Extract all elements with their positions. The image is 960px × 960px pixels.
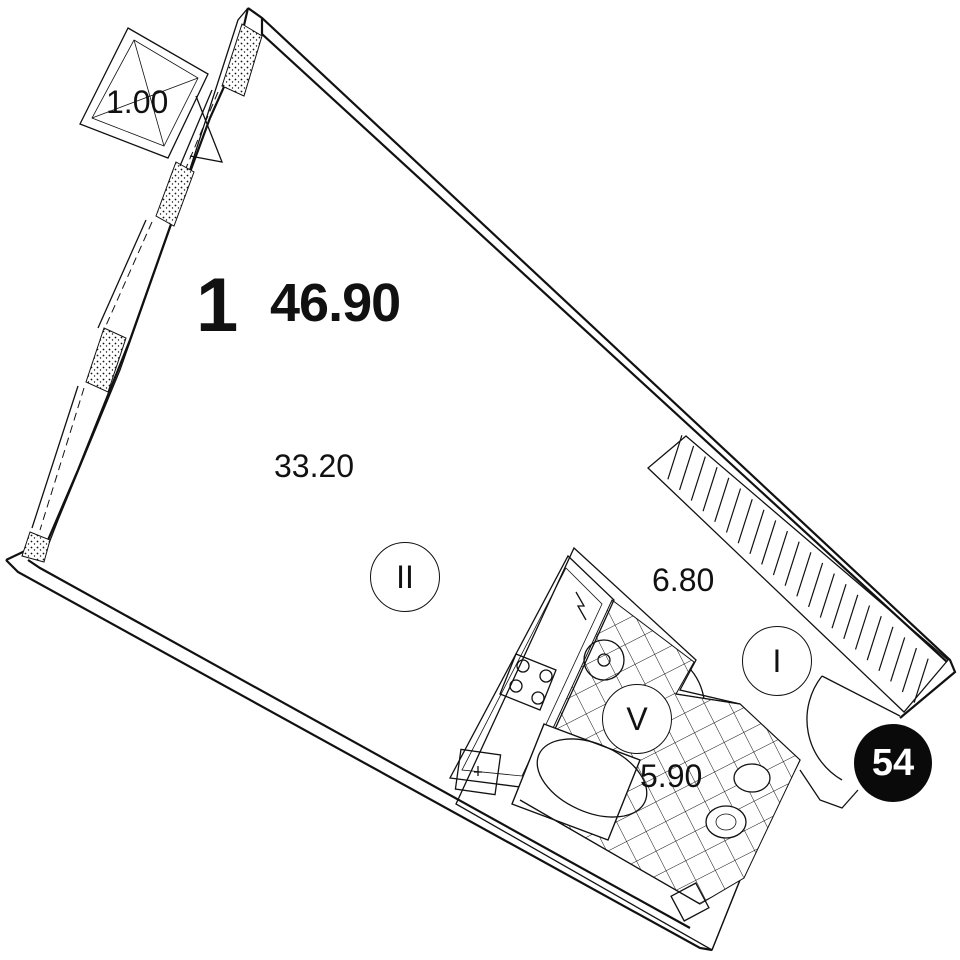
hatch-stroke — [854, 605, 871, 650]
room-marker-bathroom: V — [602, 684, 672, 754]
hatch-stroke — [890, 637, 906, 682]
hatch-stroke — [901, 647, 917, 693]
total-area: 46.90 — [270, 273, 401, 333]
hatch-stroke — [843, 594, 859, 640]
room-marker-living: II — [370, 542, 440, 612]
balcony-area: 1.00 — [106, 84, 169, 120]
hatch-stroke — [808, 562, 824, 608]
hatch-stroke — [866, 615, 882, 661]
hatch-stroke — [913, 658, 929, 703]
hatch-stroke — [725, 488, 742, 533]
bathroom-area: 5.90 — [640, 758, 703, 794]
balcony — [79, 27, 224, 163]
hallway-area: 6.80 — [652, 562, 715, 598]
room-marker-hallway: I — [742, 626, 812, 696]
hatch-stroke — [714, 477, 730, 523]
hatch-stroke — [831, 584, 847, 629]
hatch-stroke — [679, 445, 695, 491]
living-room-area: 33.20 — [274, 448, 355, 484]
hatch-stroke — [784, 541, 800, 586]
hatch-stroke — [772, 530, 788, 576]
hatch-stroke — [702, 467, 718, 512]
hatch-stroke — [761, 520, 777, 565]
window-wall-segments — [21, 23, 263, 563]
hatch-stroke — [667, 435, 683, 480]
wet-zone — [448, 546, 801, 951]
hatch-stroke — [749, 509, 765, 554]
apartment-number-badge: 54 — [854, 724, 932, 802]
hatch-stroke — [878, 626, 894, 671]
hatch-stroke — [796, 552, 812, 597]
hatch-stroke — [819, 573, 835, 618]
room-number: 1 — [196, 263, 239, 348]
radiator-hatch — [647, 435, 949, 713]
hatch-stroke — [737, 498, 753, 544]
outer-walls — [5, 7, 957, 952]
hatch-stroke — [690, 456, 706, 501]
